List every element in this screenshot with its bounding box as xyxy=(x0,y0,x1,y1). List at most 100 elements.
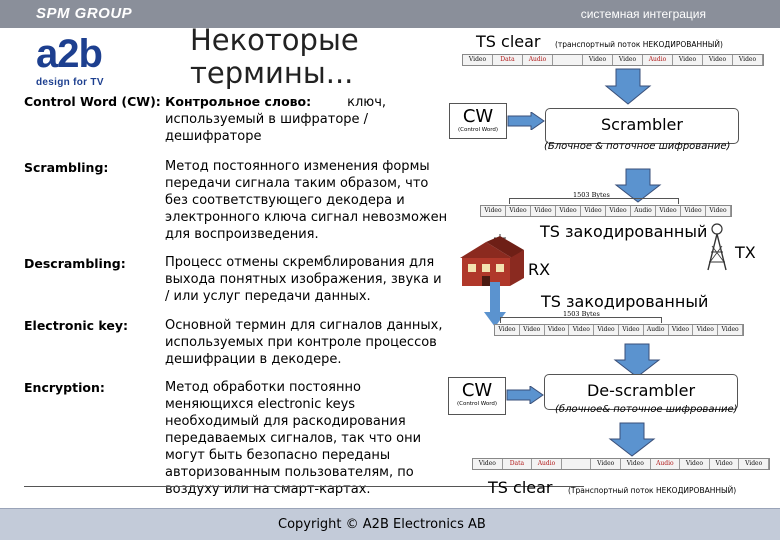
brand-name: SPM GROUP xyxy=(36,5,133,22)
glossary-term: Descrambling: xyxy=(24,256,126,271)
scrambler-label: Scrambler xyxy=(601,115,683,134)
ts-clear-top-label: TS clear xyxy=(476,32,541,51)
glossary-definition: Основной термин для сигналов данных, исп… xyxy=(165,318,443,367)
ts-packet-cell: Video xyxy=(739,459,769,469)
packet-brace xyxy=(500,317,662,323)
glossary-definition-text: ключ, используемый в шифраторе /дешифрат… xyxy=(165,95,387,144)
packet-bytes-label: 1503 Bytes xyxy=(563,310,600,318)
ts-packet-cell: Video xyxy=(656,206,681,216)
glossary-term: Scrambling: xyxy=(24,160,109,175)
ts-packet-cell: Video xyxy=(703,55,733,65)
glossary-item-control-word: Control Word (CW): Контрольное слово: xyxy=(24,94,444,109)
brand-tagline: системная интеграция xyxy=(580,7,706,21)
down-arrow-icon xyxy=(604,68,652,105)
tx-label: TX xyxy=(735,243,756,262)
glossary-term: Electronic key: xyxy=(24,318,128,333)
down-arrow-icon xyxy=(614,168,662,203)
ts-encoded-label-1: TS закодированный xyxy=(540,222,708,241)
house-receiver-icon xyxy=(460,234,524,286)
ts-packet-cell xyxy=(553,55,583,65)
ts-packet-cell: Video xyxy=(669,325,694,335)
ts-packet-cell: Video xyxy=(613,55,643,65)
ts-clear-top-note: (транспортный поток НЕКОДИРОВАННЫЙ) xyxy=(555,40,723,49)
ts-packet-cell: Audio xyxy=(631,206,656,216)
ts-packet-cell: Video xyxy=(520,325,545,335)
ts-packet-cell: Video xyxy=(681,206,706,216)
down-arrow-thin-icon xyxy=(484,282,506,327)
copyright-text: Copyright © A2B Electronics AB xyxy=(278,517,486,532)
ts-packet-cell: Video xyxy=(710,459,740,469)
cw-box-top: CW (Control Word) xyxy=(449,103,507,139)
ts-packet-cell: Video xyxy=(495,325,520,335)
ts-packet-cell: Video xyxy=(673,55,703,65)
ts-packet-cell: Video xyxy=(556,206,581,216)
ts-encoded-label-2: TS закодированный xyxy=(541,292,709,311)
ts-packet-cell: Video xyxy=(545,325,570,335)
ts-packet-cell: Video xyxy=(606,206,631,216)
cw-box-bottom: CW (Control Word) xyxy=(448,377,506,415)
a2b-logo: a2b design for TV xyxy=(36,34,146,94)
scrambler-note: (Блочное & поточное шифрование) xyxy=(544,141,731,152)
ts-packet-cell: Video xyxy=(473,459,503,469)
ts-packet-cell: Video xyxy=(531,206,556,216)
descrambler-box: De-scrambler xyxy=(544,374,738,410)
ts-packet-cell: Audio xyxy=(532,459,562,469)
ts-packet-cell: Video xyxy=(680,459,710,469)
scrambler-box: Scrambler xyxy=(545,108,739,144)
glossary-definition: Процесс отмены скремблирования для выход… xyxy=(165,255,442,304)
cw-bottom-label: CW xyxy=(461,380,493,401)
glossary-definition: Метод постоянного изменения формы переда… xyxy=(165,159,448,242)
ts-packet-cell: Video xyxy=(693,325,719,335)
ts-packet-cell: Audio xyxy=(644,325,669,335)
ts-packet-cell: Video xyxy=(581,206,606,216)
ts-clear-bottom-label: TS clear xyxy=(488,478,553,497)
glossary-term: Control Word (CW): xyxy=(24,94,161,109)
ts-packet-cell: Video xyxy=(591,459,621,469)
cw-top-sublabel: (Control Word) xyxy=(457,127,499,133)
cw-bottom-sublabel: (Control Word) xyxy=(456,401,498,407)
down-arrow-icon xyxy=(608,422,656,457)
glossary-definition: ключ, используемый в шифраторе /дешифрат… xyxy=(165,94,450,145)
glossary-term-rest: Контрольное слово: xyxy=(160,94,312,109)
footer-bar: Copyright © A2B Electronics AB xyxy=(0,508,780,540)
right-arrow-icon xyxy=(506,386,544,404)
ts-packet-cell: Video xyxy=(481,206,506,216)
glossary-definition: Метод обработки постоянно меняющихся ele… xyxy=(165,380,422,497)
down-arrow-icon xyxy=(613,343,661,378)
glossary-term: Encryption: xyxy=(24,380,105,395)
logo-mark-main: a2 xyxy=(36,32,79,76)
tx-tower-icon xyxy=(707,223,727,271)
packet-bytes-label: 1503 Bytes xyxy=(573,191,610,199)
ts-clear-bottom-note: (Транспортный поток НЕКОДИРОВАННЫЙ) xyxy=(568,486,737,495)
descrambler-note: (блочное& поточное шифрование) xyxy=(555,404,738,415)
ts-packet-cell: Video xyxy=(583,55,613,65)
top-bar: SPM GROUP системная интеграция xyxy=(0,0,780,28)
ts-packet-cell: Video xyxy=(506,206,531,216)
ts-packet-cell xyxy=(562,459,592,469)
divider-line xyxy=(24,486,584,487)
ts-packet-cell: Video xyxy=(594,325,619,335)
ts-packet-cell: Video xyxy=(733,55,763,65)
ts-packet-cell: Video xyxy=(569,325,595,335)
ts-packet-cell: Data xyxy=(503,459,533,469)
descrambler-label: De-scrambler xyxy=(586,381,696,400)
ts-packet-cell: Video xyxy=(718,325,743,335)
slide-title: Некоторые термины... xyxy=(190,23,359,90)
ts-packet-cell: Video xyxy=(706,206,731,216)
ts-packet-cell: Data xyxy=(493,55,523,65)
ts-packet-cell: Video xyxy=(619,325,644,335)
ts-packet-cell: Video xyxy=(463,55,493,65)
ts-packet-cell: Video xyxy=(621,459,651,469)
right-arrow-icon xyxy=(507,112,545,130)
logo-subtitle: design for TV xyxy=(36,77,104,88)
ts-packet-cell: Audio xyxy=(643,55,673,65)
ts-packet-cell: Audio xyxy=(651,459,681,469)
packet-brace xyxy=(509,198,679,204)
cw-top-label: CW xyxy=(462,106,494,127)
logo-mark-accent: b xyxy=(78,32,103,76)
rx-label: RX xyxy=(528,260,551,279)
